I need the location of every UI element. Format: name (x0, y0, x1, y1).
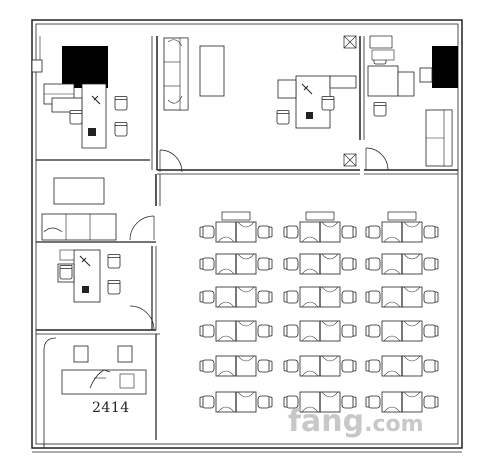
dark-cabinet (62, 46, 108, 88)
cluster-2 (283, 211, 357, 413)
room-2414 (36, 333, 160, 448)
outer-walls (31, 19, 463, 453)
office-left-middle (36, 174, 161, 243)
office-top-middle (157, 35, 361, 175)
workstation-clusters (199, 211, 439, 413)
office-top-left (36, 36, 158, 170)
cluster-3 (365, 211, 439, 413)
watermark-brand: fang (288, 404, 365, 439)
structural-column (31, 59, 43, 73)
watermark-domain: .com (364, 412, 424, 437)
watermark: fang.com (288, 404, 424, 439)
cluster-1 (199, 211, 273, 413)
dark-cabinet-right (432, 46, 458, 88)
room-number-label: 2414 (92, 400, 130, 416)
office-left-lower (36, 246, 157, 331)
office-top-right (363, 35, 458, 175)
